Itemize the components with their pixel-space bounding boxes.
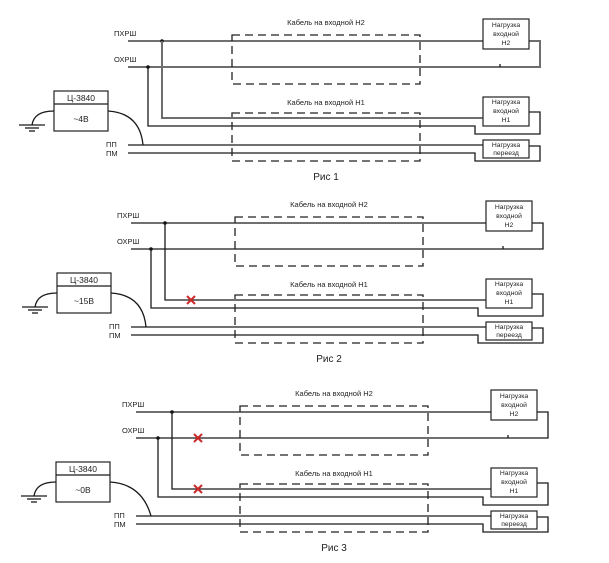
load-h2-text: входной [496, 212, 522, 220]
meter-box [56, 272, 112, 314]
cable-h2-box [231, 34, 421, 85]
load-h1-box [490, 467, 538, 498]
ground-icon [19, 124, 45, 132]
cable-h2-label: Кабель на входной Н2 [290, 200, 368, 209]
load-h2-text: Н2 [502, 40, 511, 47]
ground-icon [22, 306, 48, 314]
figure-caption: Рис 2 [316, 354, 342, 365]
load-crossing-box [485, 321, 533, 341]
wire-branch-h1-okhrsh [157, 438, 549, 506]
meter-model: Ц-3840 [70, 275, 98, 285]
break-mark-icon [193, 433, 203, 443]
label-pp: ПП [114, 511, 125, 520]
label-okhrsh: ОХРШ [114, 55, 137, 64]
ground-wire [34, 292, 58, 308]
probe-wire [109, 481, 152, 517]
load-crossing-text: переезд [496, 332, 522, 339]
figure-caption: Рис 1 [313, 172, 339, 183]
meter-model: Ц-3840 [69, 464, 97, 474]
label-okhrsh: ОХРШ [117, 237, 140, 246]
load-h1-text: Нагрузка [500, 470, 529, 477]
wire-branch-h1-pkhrsh [164, 223, 486, 301]
cable-h1-label: Кабель на входной Н1 [287, 98, 365, 107]
cable-h2-box [234, 216, 424, 267]
cable-h1-box [234, 294, 424, 344]
label-pkhrsh: ПХРШ [117, 211, 139, 220]
load-h1-box [485, 278, 533, 309]
figure-caption: Рис 3 [321, 543, 347, 554]
ground-wire [33, 481, 57, 497]
label-pkhrsh: ПХРШ [122, 400, 144, 409]
load-h1-text: Н1 [502, 117, 511, 124]
wire-branch-h1-pkhrsh [161, 41, 483, 119]
label-pp: ПП [106, 140, 117, 149]
cable-h1-box [239, 483, 429, 533]
break-mark-icon [193, 484, 203, 494]
label-pm: ПМ [106, 149, 118, 158]
load-h2-text: Нагрузка [492, 22, 521, 29]
meter-model: Ц-3840 [67, 93, 95, 103]
wire-okhrsh [128, 40, 541, 68]
load-h1-text: Нагрузка [492, 99, 521, 106]
probe-wire [110, 292, 147, 328]
load-crossing-box [482, 139, 530, 159]
wire-okhrsh [131, 222, 544, 250]
cable-h1-label: Кабель на входной Н1 [290, 280, 368, 289]
load-h2-text: Н2 [510, 411, 519, 418]
probe-wire [107, 110, 144, 146]
ground-wire [31, 110, 55, 126]
wire-okhrsh [136, 411, 549, 439]
load-h1-text: Н1 [505, 299, 514, 306]
ground-icon [21, 495, 47, 503]
label-pkhrsh: ПХРШ [114, 29, 136, 38]
cable-h2-label: Кабель на входной Н2 [295, 389, 373, 398]
label-pm: ПМ [114, 520, 126, 529]
load-h1-text: входной [493, 107, 519, 115]
load-crossing-text: Нагрузка [500, 513, 529, 520]
load-h2-text: Н2 [505, 222, 514, 229]
wire-branch-h1-okhrsh [147, 67, 541, 135]
wire-branch-h1-okhrsh [150, 249, 544, 317]
cable-h1-box [231, 112, 421, 162]
load-h1-box [482, 96, 530, 127]
load-crossing-text: переезд [493, 150, 519, 157]
cable-h2-label: Кабель на входной Н2 [287, 18, 365, 27]
load-h2-text: входной [501, 401, 527, 409]
wire-pm [131, 327, 544, 344]
wire-branch-h1-pkhrsh [171, 412, 491, 490]
load-h1-text: входной [496, 289, 522, 297]
load-h1-text: входной [501, 478, 527, 486]
label-pm: ПМ [109, 331, 121, 340]
meter-reading: ~4В [73, 114, 89, 124]
load-h2-text: Нагрузка [500, 393, 529, 400]
load-crossing-text: Нагрузка [492, 142, 521, 149]
break-mark-icon [186, 295, 196, 305]
load-crossing-text: Нагрузка [495, 324, 524, 331]
load-h1-text: Нагрузка [495, 281, 524, 288]
wire-pm [128, 145, 541, 162]
load-crossing-box [490, 510, 538, 530]
load-h2-box [490, 389, 538, 421]
load-crossing-text: переезд [501, 521, 527, 528]
cable-h2-box [239, 405, 429, 456]
label-okhrsh: ОХРШ [122, 426, 145, 435]
load-h2-box [482, 18, 530, 50]
wire-pm [136, 516, 549, 533]
label-pp: ПП [109, 322, 120, 331]
meter-reading: ~15В [74, 296, 94, 306]
load-h1-text: Н1 [510, 488, 519, 495]
load-h2-text: Нагрузка [495, 204, 524, 211]
load-h2-box [485, 200, 533, 232]
junction-dot [149, 247, 153, 251]
meter-reading: ~0В [75, 485, 91, 495]
cable-h1-label: Кабель на входной Н1 [295, 469, 373, 478]
load-h2-text: входной [493, 30, 519, 38]
